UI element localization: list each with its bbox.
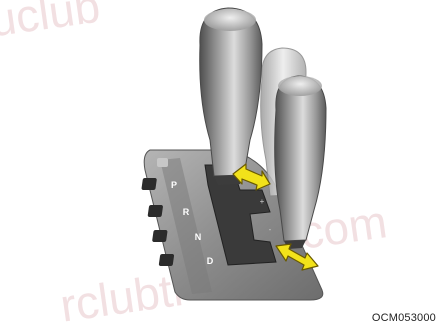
label-box-n: [152, 230, 168, 242]
gate-mark-plus: +: [260, 197, 265, 206]
gate-label-p: P: [171, 180, 177, 190]
gate-label-d: D: [207, 256, 214, 266]
gate-label-r: R: [183, 207, 190, 217]
label-box-p: [141, 178, 157, 190]
top-marker: [157, 158, 168, 167]
figure-code: OCM053000: [372, 312, 436, 324]
label-box-d: [159, 254, 175, 266]
gate-mark-minus: -: [269, 225, 272, 234]
gate-label-n: N: [195, 232, 202, 242]
shift-lever-manual: [275, 76, 326, 249]
label-box-r: [148, 205, 164, 217]
